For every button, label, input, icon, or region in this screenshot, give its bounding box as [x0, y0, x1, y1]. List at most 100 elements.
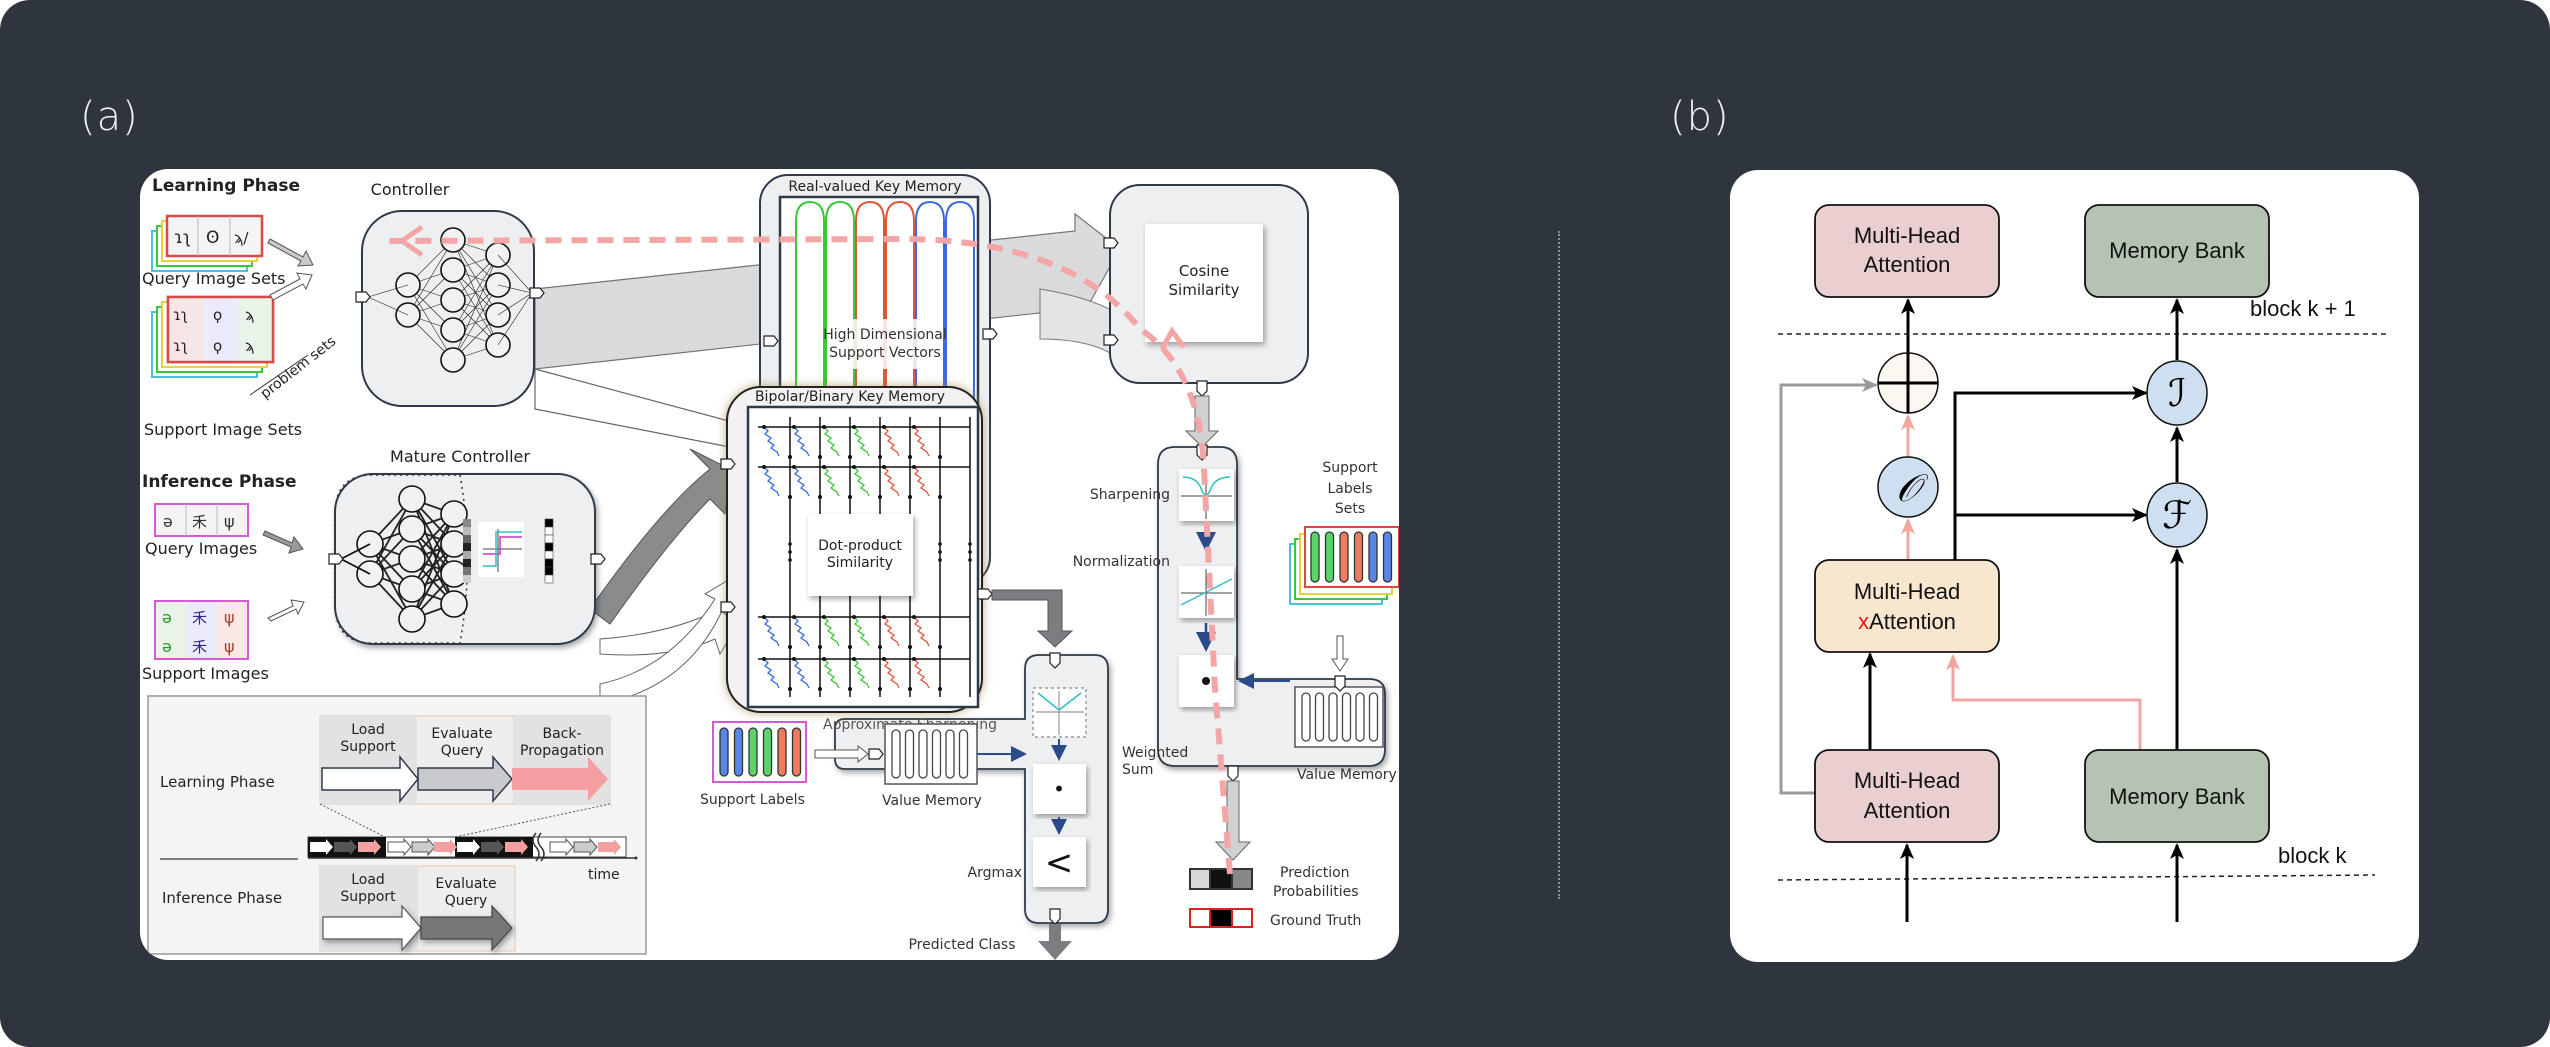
crossbar-node — [938, 495, 942, 499]
block-k-label: block k — [2278, 843, 2347, 868]
stage-mini-arrow — [549, 837, 574, 857]
memristor — [793, 466, 810, 497]
inference-phase-title: Inference Phase — [142, 472, 297, 492]
lower-value-memory-label: Value Memory — [882, 793, 982, 809]
binary-cell — [544, 566, 554, 576]
argmax-output-port — [1049, 908, 1061, 925]
argmax-label: Argmax — [968, 865, 1022, 881]
memory-slot — [1341, 692, 1352, 742]
ellipsis-dot — [938, 558, 942, 562]
support-glyph: ϡ — [245, 337, 254, 355]
crossbar-node — [878, 645, 882, 649]
crossbar-node — [792, 615, 796, 619]
inference-load-arrow — [322, 904, 422, 952]
crossbar-node — [822, 465, 826, 469]
bottom-mha-label-2: Attention — [1864, 798, 1951, 823]
high-dim-label-2: Support Vectors — [829, 345, 941, 361]
activation-cell — [463, 519, 471, 527]
controller-label: Controller — [371, 180, 450, 199]
evaluate-query-arrow — [417, 754, 513, 804]
top-mha-label-1: Multi-Head — [1854, 223, 1960, 248]
crossbar-node — [792, 657, 796, 661]
memory-slot — [945, 729, 955, 779]
dot-product-inner — [808, 514, 913, 596]
stage-mini-arrow — [310, 839, 333, 855]
weighted-sum-label-2: Sum — [1122, 762, 1153, 778]
ellipsis-dot — [968, 550, 972, 554]
lower-weighted-sum-box — [1033, 764, 1086, 814]
support-image-sets: ɿʅ ϙ ϡ ɿʅ ϙ ϡ — [151, 295, 275, 378]
panel-a-label: (a) — [80, 94, 139, 140]
memristor — [763, 466, 780, 497]
support-glyph: ɿʅ — [173, 337, 188, 355]
memory-slot — [1353, 531, 1364, 583]
real-valued-key-memory-label: Real-valued Key Memory — [788, 179, 961, 195]
top-memory-bank-label: Memory Bank — [2109, 238, 2246, 263]
prediction-probabilities-bar — [1189, 868, 1253, 890]
bipolar-output-port — [977, 588, 993, 600]
lower-value-memory-port — [868, 748, 884, 760]
controller-neural-net — [367, 227, 533, 373]
neuron — [398, 545, 426, 573]
crossbar-node — [788, 645, 792, 649]
memristor — [853, 616, 870, 647]
memory-slot — [1368, 692, 1379, 742]
memristor — [853, 658, 870, 689]
bipolar-input-port-2 — [720, 601, 736, 613]
crossbar-node — [852, 425, 856, 429]
neuron — [398, 575, 426, 603]
stage-mini-arrow — [434, 839, 457, 855]
ellipsis-dot — [968, 542, 972, 546]
query-image-glyph: ə — [163, 512, 173, 531]
memory-slot — [958, 729, 969, 779]
binary-output-bars — [463, 518, 554, 584]
query-images-arrow — [262, 530, 304, 554]
mature-controller-label: Mature Controller — [390, 447, 530, 466]
neuron-connection — [340, 558, 371, 575]
approx-sharpening-plot — [1032, 687, 1087, 738]
crossbar-node — [908, 687, 912, 691]
residual-line — [1779, 383, 1866, 795]
memory-slot — [1324, 531, 1335, 583]
support-labels-sets-label-3: Sets — [1335, 501, 1365, 517]
query-glyph: ʘ — [206, 228, 219, 248]
support-vector-loops — [795, 200, 975, 569]
neuron — [440, 257, 466, 283]
query-to-controller-arrow — [267, 238, 314, 267]
memory-slot — [1368, 531, 1378, 583]
neuron-connection — [369, 498, 413, 575]
prediction-probabilities-label-2: Probabilities — [1273, 884, 1359, 900]
memristor — [763, 426, 780, 457]
crossbar-node — [848, 455, 852, 459]
query-images-label: Query Images — [145, 539, 257, 558]
support-labels-sets — [1289, 526, 1399, 605]
crossbar-node — [912, 657, 916, 661]
stage-label: Query — [441, 743, 484, 759]
stage-label: Query — [445, 893, 488, 909]
neuron-connection — [497, 254, 533, 294]
support-labels-sets-label-1: Support — [1322, 460, 1378, 476]
lower-value-memory-slots — [891, 729, 969, 779]
neuron — [440, 590, 468, 618]
bottom-multi-head-attention-box — [1814, 749, 2000, 843]
neuron-connection — [367, 296, 409, 316]
stage-mini-arrow — [505, 839, 528, 855]
time-break — [532, 832, 540, 862]
activation-cell — [463, 527, 471, 535]
crossbar-node — [912, 425, 916, 429]
stage-label: Evaluate — [435, 876, 496, 892]
memory-slot — [931, 729, 942, 779]
support-image-glyph: ψ — [224, 608, 235, 627]
support-vector-loop — [915, 200, 945, 569]
top-memory-bank-box — [2084, 204, 2270, 298]
xattn-label-1: Multi-Head — [1854, 579, 1960, 604]
neuron — [398, 485, 426, 513]
bottom-mha-label-1: Multi-Head — [1854, 768, 1960, 793]
key-memory-input-port — [763, 335, 779, 347]
memory-slot — [918, 729, 928, 779]
activation-cell — [463, 535, 471, 543]
neuron-connection — [411, 543, 455, 620]
controller-input-port — [355, 291, 371, 303]
xattn-to-I-line — [1953, 391, 2140, 560]
crossbar-node — [822, 425, 826, 429]
